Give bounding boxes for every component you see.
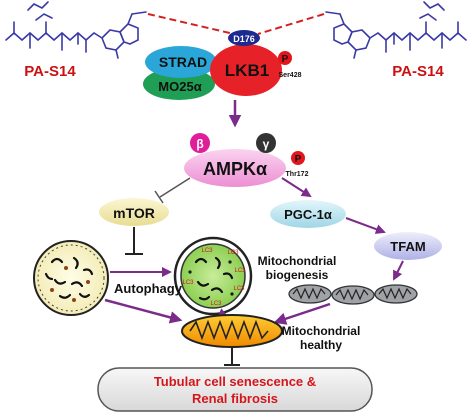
mitochondria-group (288, 284, 418, 305)
lkb1-subunit (210, 44, 282, 96)
d176-label: D176 (233, 34, 255, 44)
pa-s14-label-right: PA-S14 (392, 63, 444, 80)
tfam-node (374, 232, 442, 260)
p-circle-thr172 (291, 151, 305, 165)
p-circle-ser428 (278, 51, 292, 65)
ser428-label: Ser428 (279, 72, 302, 79)
ampk-alpha-subunit (184, 149, 286, 187)
pa-s14-molecule-right-icon (325, 1, 467, 59)
outcome-line-2: Renal fibrosis (192, 391, 278, 406)
pgc1a-label: PGC-1α (284, 207, 332, 222)
thr172-label: Thr172 (286, 171, 309, 178)
pa-s14-label-left: PA-S14 (24, 63, 76, 80)
outcome-box (97, 367, 373, 412)
arrow-tfam-to-mito (393, 260, 404, 281)
mito-biogenesis-label-2: biogenesis (266, 268, 329, 282)
mitochondrion-icon (374, 284, 418, 304)
lc3-label: LC3 (234, 268, 246, 274)
mito-healthy-label-1: Mitochondrial (282, 324, 361, 338)
inhibit-mtor-to-autophagy (125, 227, 143, 255)
mtor-node (99, 198, 169, 226)
binding-line-right (257, 13, 325, 35)
mtor-label: mTOR (113, 205, 155, 221)
p-label-ser428: P (282, 54, 289, 65)
lkb1-complex: STRAD MO25α LKB1 D176 P Ser428 (143, 30, 302, 100)
lc3-label: LC3 (201, 248, 213, 254)
autophagosome-icon (173, 236, 253, 316)
gamma-label: γ (263, 137, 270, 151)
p-label-thr172: P (295, 154, 302, 165)
gamma-subunit (256, 133, 276, 153)
lc3-label: LC3 (227, 250, 239, 256)
arrow-ampk-to-pgc1a (281, 177, 312, 198)
lc3-label: LC3 (233, 286, 245, 292)
inhibit-healthy-to-outcome (224, 348, 240, 366)
tfam-label: TFAM (390, 239, 425, 254)
mo25-label: MO25α (158, 79, 201, 94)
autophagy-label: Autophagy (114, 281, 183, 296)
binding-line-left (147, 13, 235, 35)
ampk-alpha-label: AMPKα (203, 159, 267, 179)
arrow-pgc1a-to-tfam (345, 217, 386, 234)
outcome-line-1: Tubular cell senescence & (154, 374, 316, 389)
beta-subunit (190, 133, 210, 153)
pa-s14-molecule-left-icon (5, 1, 147, 59)
ampk-complex: AMPKα β γ P Thr172 (184, 133, 309, 187)
vesicle-icon (33, 240, 109, 316)
arrow-biogenesis-to-healthy (273, 302, 331, 325)
strad-subunit (145, 46, 217, 78)
healthy-mitochondrion-icon (181, 314, 283, 348)
mitochondrion-icon (331, 285, 375, 305)
mitochondrion-icon (288, 284, 332, 304)
inhibit-ampk-to-mtor (154, 177, 191, 204)
beta-label: β (196, 137, 203, 151)
arrow-vesicle-to-healthy (104, 298, 183, 324)
d176-site (228, 30, 260, 46)
mito-healthy-label-2: healthy (300, 338, 342, 352)
lc3-label: LC3 (182, 280, 194, 286)
strad-label: STRAD (159, 54, 207, 70)
lkb1-label: LKB1 (225, 61, 269, 80)
mito-biogenesis-label-1: Mitochondrial (258, 254, 337, 268)
pgc1a-node (270, 200, 346, 228)
lc3-label: LC3 (210, 301, 222, 307)
